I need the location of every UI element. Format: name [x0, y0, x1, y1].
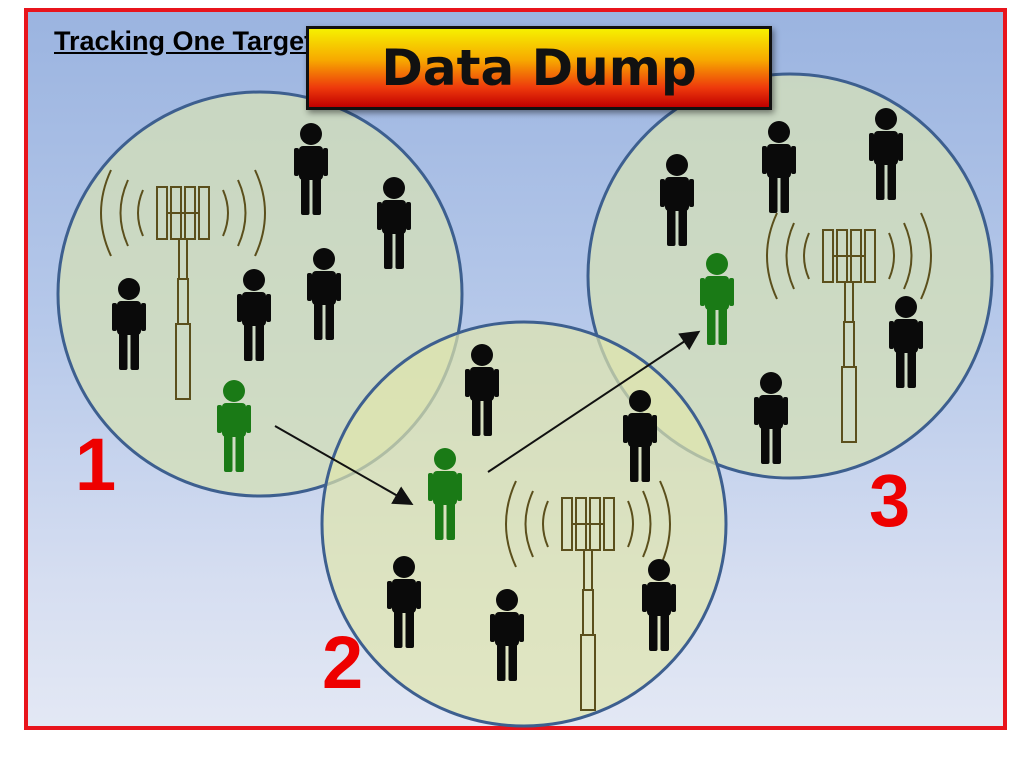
zone-number-1: 1 — [75, 423, 116, 506]
data-dump-banner: Data Dump — [306, 26, 772, 110]
arrow-icon — [487, 330, 701, 473]
arrow-icon — [274, 425, 414, 505]
banner-label: Data Dump — [381, 39, 697, 97]
zone-number-2: 2 — [322, 621, 363, 704]
coverage-circle-2 — [320, 320, 728, 728]
slide-heading: Tracking One Target — [54, 26, 314, 56]
zone-number-3: 3 — [869, 459, 910, 542]
